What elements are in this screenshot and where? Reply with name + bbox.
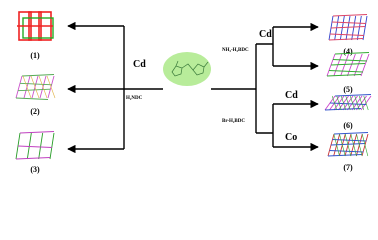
product-label-4: (4) [343,47,353,56]
product-structure-7 [327,132,369,157]
metal-label-upper-right: Cd [259,29,272,40]
product-structure-5 [326,52,370,77]
center-ligand [163,52,211,86]
metal-label-left: Cd [133,59,146,70]
product-structure-1 [17,11,54,41]
ligand-label-lower-right: Br-H₂BDC [222,119,245,124]
product-structure-4 [328,14,368,41]
synthesis-scheme-diagram: Cd H₂NDC Cd NH₂-H₂BDC Cd Br-H₂BDC Co (1)… [15,11,372,174]
ligand-label-left: H₂NDC [126,96,143,101]
ligand-green-halo [163,52,211,86]
product-structure-3 [15,131,55,160]
metal-label-lower-right-top: Cd [285,90,298,101]
product-label-7: (7) [343,163,353,172]
product-label-5: (5) [343,85,353,94]
product-label-3: (3) [30,165,40,174]
left-branch: Cd H₂NDC [67,21,163,154]
ligand-label-upper-right: NH₂-H₂BDC [222,48,249,53]
product-label-1: (1) [30,51,40,60]
product-label-6: (6) [343,121,353,130]
right-branch: Cd NH₂-H₂BDC Cd Br-H₂BDC Co [211,22,319,152]
product-label-2: (2) [30,107,40,116]
ligand-structure-icon [171,60,209,77]
product-structure-2 [15,74,56,100]
metal-label-lower-right-bottom: Co [285,132,297,143]
product-structure-6 [324,94,372,111]
product-structures: (1) (2) (3) (4) (5) (6) (7) [15,11,372,174]
